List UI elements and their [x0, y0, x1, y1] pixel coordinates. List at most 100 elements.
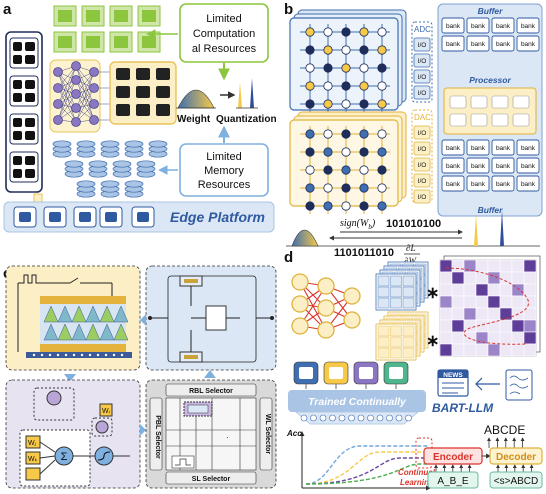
crossbar-cell [360, 130, 368, 138]
crossbar-cell [378, 202, 386, 210]
heat-cell [464, 308, 476, 320]
dataset-glyph-icon [13, 169, 22, 178]
net-node [318, 322, 334, 338]
crossbar-cell [378, 166, 386, 174]
dac-io-column: DAC I/OI/OI/OI/OI/O [412, 110, 432, 203]
yellow-crossbar [290, 112, 406, 214]
dataset-glyph-icon [25, 55, 35, 64]
sum-symbol: Σ [61, 451, 68, 463]
w-label-k: Wₖ [28, 456, 38, 463]
band-node [368, 415, 374, 421]
decoder-input: <s>ABCD [494, 476, 538, 487]
heat-cell [440, 260, 452, 272]
rbl-selector-label: RBL Selector [189, 388, 233, 395]
processor-unit [492, 96, 508, 108]
crossbar-cell [324, 100, 332, 108]
panel-a-label: a [3, 1, 12, 18]
heat-cell [440, 272, 452, 284]
heat-cell [500, 320, 512, 332]
processor-unit [450, 114, 466, 126]
io-label: I/O [418, 90, 427, 97]
nn-node [54, 68, 63, 77]
w-label-j: Wⱼ [28, 440, 36, 447]
processor-unit [492, 114, 508, 126]
memory-resources-box: Limited Memory Resources [180, 144, 268, 196]
io-label: I/O [418, 146, 427, 153]
mem-line-3: Resources [198, 179, 251, 191]
dataset-glyph-icon [13, 131, 22, 140]
crossbar-cell [306, 148, 314, 156]
heat-cell [452, 260, 464, 272]
crossbar-cell [342, 100, 350, 108]
encoder-label: Encoder [433, 452, 473, 463]
chip-core [114, 36, 128, 48]
io-label: I/O [418, 178, 427, 185]
heat-cell [488, 284, 500, 296]
edge-device-glyph [49, 212, 61, 222]
acc-label: Acc. [286, 429, 304, 438]
crossbar-cell [324, 184, 332, 192]
decoder-output: ABCDE [484, 423, 525, 437]
nn-node [90, 84, 99, 93]
processor-unit [513, 114, 529, 126]
heat-cell [488, 260, 500, 272]
memory-disk-icon [125, 181, 143, 187]
chip-core [86, 10, 100, 22]
crossbar-cell [378, 184, 386, 192]
crossbar-cell [342, 28, 350, 36]
crossbar-cell [342, 202, 350, 210]
kernel-cell [378, 348, 389, 358]
crossbar-cell [324, 64, 332, 72]
crossbar-cell [324, 82, 332, 90]
bank-label: bank [496, 181, 511, 188]
bart-llm-label: BART-LLM [432, 401, 494, 415]
kernel-cell [378, 276, 389, 286]
nn-node [72, 62, 81, 71]
edge-device-glyph [105, 212, 117, 222]
electrode-dot [33, 354, 35, 356]
bart-llm: NEWS BART-LLM [432, 370, 532, 415]
weight-distribution: Weight Quantization [176, 78, 277, 125]
crossbar-cell [378, 28, 386, 36]
chip-core [142, 10, 156, 22]
heat-cell [452, 308, 464, 320]
sign-expression: sign(Wb) [340, 218, 376, 231]
heat-cell [464, 332, 476, 344]
net-node [344, 288, 360, 304]
accuracy-plot: Acc. Continual Learning [286, 429, 436, 488]
electrode-dot [41, 354, 43, 356]
w-label-i: Wᵢ [102, 408, 110, 415]
crossbar-cell [360, 100, 368, 108]
quantization-label: Quantization [216, 114, 277, 125]
band-node [387, 415, 393, 421]
heat-cell [512, 320, 524, 332]
io-label: I/O [418, 74, 427, 81]
io-label: I/O [418, 162, 427, 169]
bank-label: bank [446, 181, 461, 188]
band-node [311, 415, 317, 421]
kernel-cell [378, 337, 389, 347]
nn-node [72, 104, 81, 113]
heat-cell [500, 296, 512, 308]
panel-a: a Limited Computation al Resources [3, 1, 277, 232]
bank-label: bank [471, 41, 486, 48]
heat-cell [488, 332, 500, 344]
class-glyph-icon [156, 86, 170, 98]
class-glyph-icon [136, 68, 150, 80]
heat-cell [500, 344, 512, 356]
crossbar-cell [378, 46, 386, 54]
heat-cell [524, 260, 536, 272]
heat-cell [452, 320, 464, 332]
crossbar-cell [378, 100, 386, 108]
trained-band: Trained Continually [288, 390, 426, 424]
crossbar-cell [306, 46, 314, 54]
dataset-glyph-icon [25, 118, 35, 127]
memory-stacks [53, 141, 167, 197]
dataset-glyph-icon [25, 93, 35, 102]
nn-node [54, 100, 63, 109]
processor-core [444, 88, 536, 134]
net-node [344, 312, 360, 328]
band-node [339, 415, 345, 421]
crossbar-cell [306, 82, 314, 90]
c-arrow-up [204, 370, 216, 378]
